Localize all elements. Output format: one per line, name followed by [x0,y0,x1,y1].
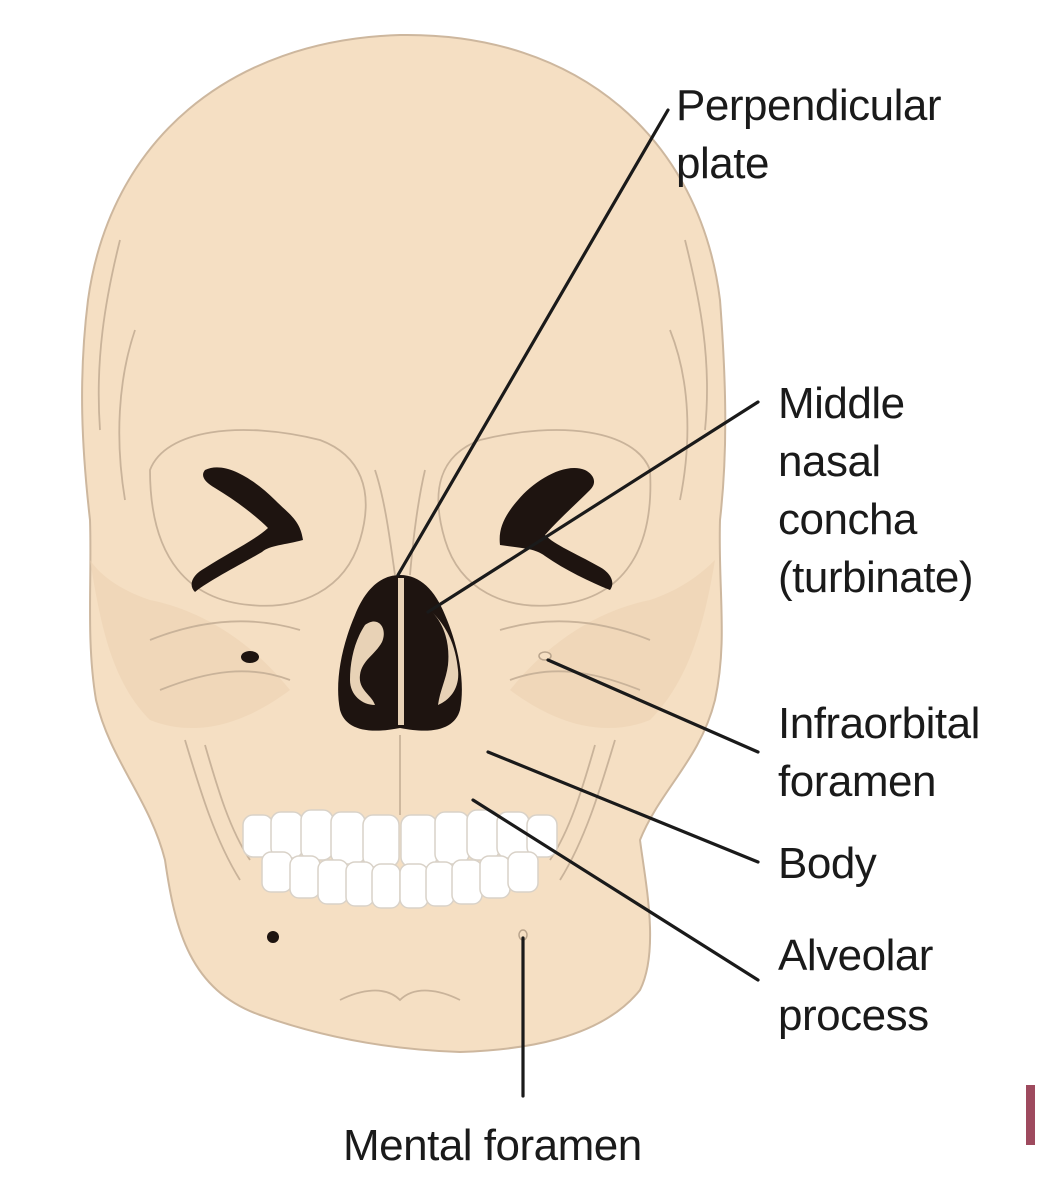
nasal-bones [374,469,426,576]
leader-alveolar-process [471,798,760,982]
right-temporal-fossa [669,329,689,501]
left-cheek-shade [90,560,290,729]
label-perpendicular-plate: Perpendicular plate [676,81,953,188]
lower-teeth [261,851,539,909]
left-zygomatic-suture [149,620,301,691]
leader-middle-nasal-concha [426,400,760,614]
left-temporal-line [97,239,121,431]
label-alveolar-process: Alveolar process [778,931,945,1040]
label-body: Body [778,839,877,888]
leader-infraorbital-foramen [546,658,760,754]
left-temporal-fossa [118,329,136,501]
label-mental-foramen: Mental foramen [343,1121,642,1170]
left-mental-foramen [267,931,279,943]
right-temporal-line [684,239,708,431]
label-infraorbital-foramen: Infraorbital foramen [778,699,992,806]
left-infraorbital-foramen [241,651,259,663]
right-infraorbital-foramen [538,651,552,661]
upper-teeth [242,809,558,868]
right-middle-concha [432,612,459,705]
label-middle-nasal-concha: Middle nasal concha (turbinate) [778,379,973,602]
right-superior-orbital-fissure [499,468,613,590]
page-edge-marker [1026,1085,1035,1145]
nasal-septum [398,578,404,725]
leader-perpendicular-plate [396,108,670,577]
left-middle-concha [350,621,384,705]
left-superior-orbital-fissure [191,467,303,592]
right-cheek-shade [510,560,715,729]
mental-protuberance [339,989,461,1002]
leader-body [486,750,760,864]
